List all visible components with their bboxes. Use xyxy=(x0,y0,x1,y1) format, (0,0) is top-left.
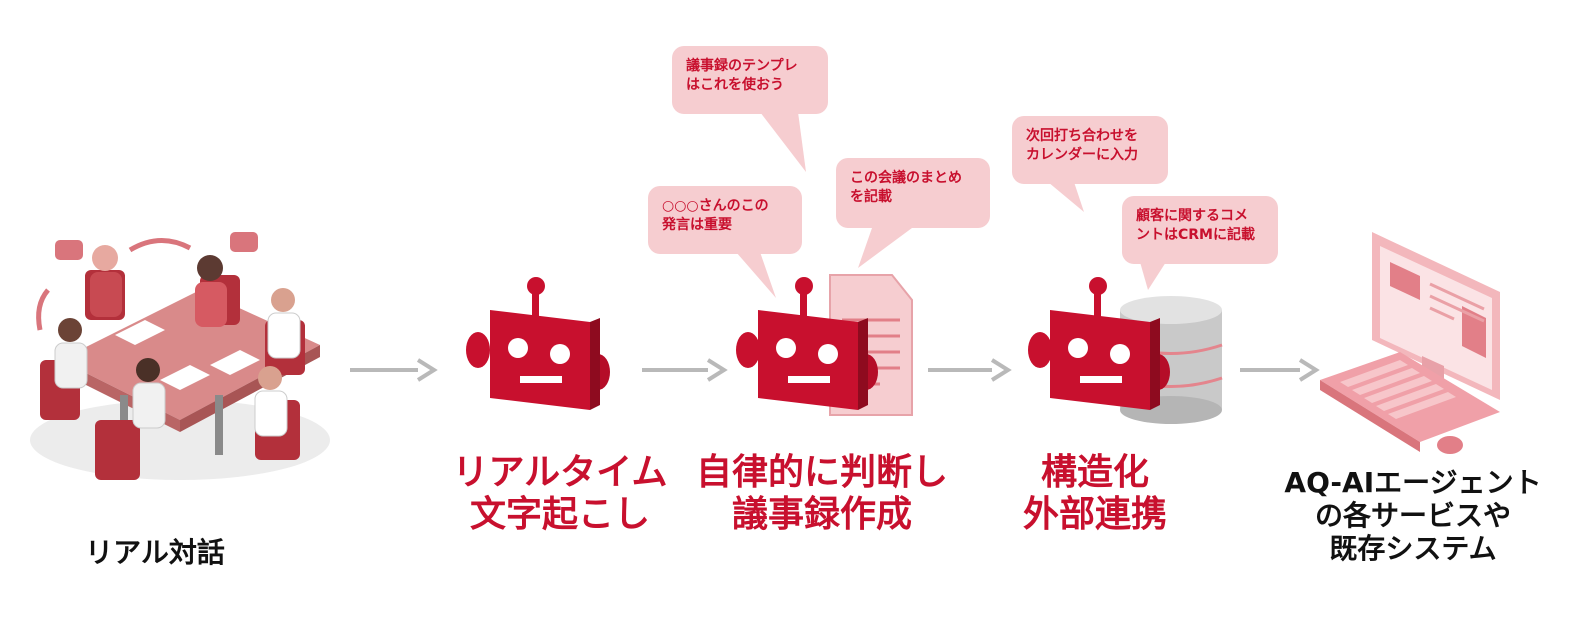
flow-arrow-2 xyxy=(642,358,728,382)
computer-icon xyxy=(1320,232,1500,454)
robot-icon xyxy=(466,277,610,410)
bubble-summary: この会議のまとめ を記載 xyxy=(836,158,990,228)
flow-arrow-4 xyxy=(1240,358,1320,382)
robot-document-icon xyxy=(736,274,913,416)
bubble-template: 議事録のテンプレ はこれを使おう xyxy=(672,46,828,114)
step-label-real-conversation: リアル対話 xyxy=(85,536,225,569)
meeting-table-icon xyxy=(30,232,330,480)
flow-arrow-1 xyxy=(350,358,438,382)
bubble-calendar: 次回打ち合わせを カレンダーに入力 xyxy=(1012,116,1168,184)
step-label-systems: AQ-AIエージェント の各サービスや 既存システム xyxy=(1284,466,1542,566)
bubble-crm: 顧客に関するコメ ントはCRMに記載 xyxy=(1122,196,1278,264)
bubble-tails xyxy=(736,112,1166,298)
step-label-minutes: 自律的に判断し 議事録作成 xyxy=(695,452,948,536)
step-label-transcription: リアルタイム 文字起こし xyxy=(452,452,668,536)
flow-arrow-3 xyxy=(928,358,1012,382)
robot-database-icon xyxy=(1028,277,1223,424)
step-label-integration: 構造化 外部連携 xyxy=(1022,452,1167,536)
bubble-important: ○○○さんのこの 発言は重要 xyxy=(648,186,802,254)
